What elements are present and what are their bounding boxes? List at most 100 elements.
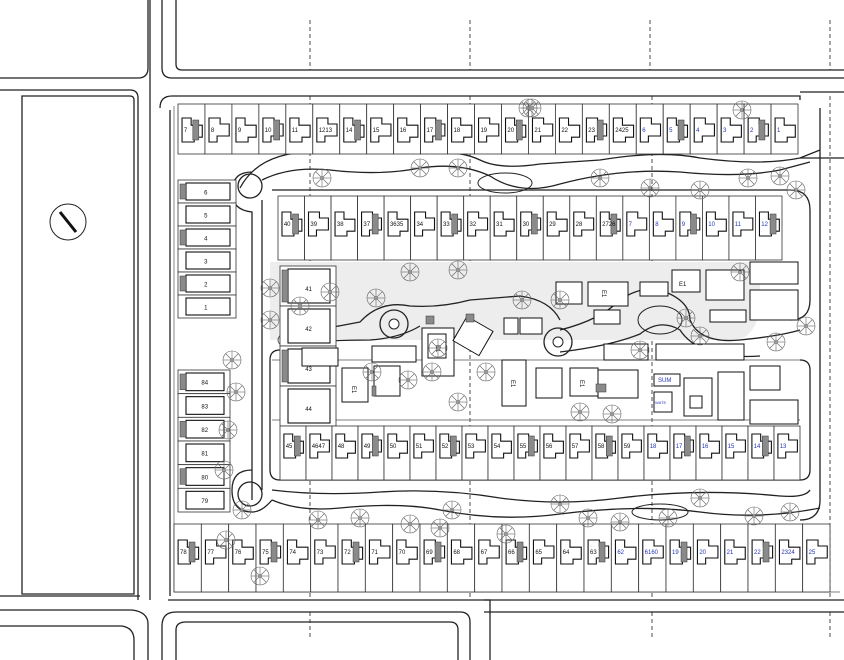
facility-block: [373, 365, 401, 397]
house: [647, 433, 668, 459]
garage: [690, 213, 697, 235]
lot-number: 39: [310, 222, 317, 228]
house: [289, 117, 311, 143]
house: [777, 433, 798, 459]
lot-number: 70: [399, 550, 406, 556]
lot-number: 5: [204, 213, 208, 219]
facility-entrance: [371, 385, 377, 397]
garage: [294, 435, 301, 457]
lot-number: 17: [676, 444, 683, 450]
house: [397, 117, 419, 143]
lot-number: 41: [305, 287, 312, 293]
tree-icon: [218, 420, 238, 440]
house: [612, 117, 635, 143]
lot-number: 6160: [645, 550, 659, 556]
tree-icon: [448, 392, 468, 412]
lot-number: 45: [286, 444, 293, 450]
facility-block: [749, 365, 781, 391]
lot-number: 82: [201, 428, 208, 434]
garage: [179, 421, 187, 438]
house: [696, 539, 719, 565]
house: [316, 117, 338, 143]
lot-number: 19: [480, 128, 487, 134]
tree-icon: [448, 260, 468, 280]
house: [396, 539, 418, 565]
lot-number: 48: [338, 444, 345, 450]
house: [185, 297, 231, 316]
lot-number: 84: [201, 381, 208, 387]
tree-icon: [730, 262, 750, 282]
lot-number: 2: [204, 282, 208, 288]
house: [639, 117, 662, 143]
lot-number: 78: [180, 550, 187, 556]
house: [621, 433, 642, 459]
tree-icon: [422, 362, 442, 382]
house: [491, 433, 512, 459]
tree-icon: [610, 512, 630, 532]
house: [626, 211, 648, 237]
lot-number: 21: [534, 128, 541, 134]
lot-number: 37: [363, 222, 370, 228]
house: [725, 433, 746, 459]
house: [652, 211, 674, 237]
garage: [531, 213, 538, 235]
garage: [680, 541, 688, 563]
lot-number: 20: [699, 550, 706, 556]
lot-number: 3: [204, 259, 208, 265]
garage: [352, 541, 360, 563]
garage: [281, 349, 289, 383]
lot-number: 49: [364, 444, 371, 450]
house: [287, 308, 331, 344]
lot-number: 4647: [312, 444, 326, 450]
garage: [596, 119, 604, 141]
facility-block: [705, 269, 745, 301]
lot-number: 40: [284, 222, 291, 228]
sign-wate: [653, 391, 673, 413]
lot-number: 20: [507, 128, 514, 134]
lot-number: 17: [427, 128, 434, 134]
facility-label: E1: [350, 386, 356, 394]
lot-number: 1213: [319, 128, 333, 134]
lot-number: 51: [416, 444, 423, 450]
tree-icon: [690, 488, 710, 508]
lot-number: 81: [201, 452, 208, 458]
tree-icon: [362, 362, 382, 382]
lot-number: 56: [546, 444, 553, 450]
tree-icon: [400, 262, 420, 282]
lot-number: 38: [337, 222, 344, 228]
north-arrow-icon: [49, 203, 87, 241]
parking-row: [301, 347, 339, 367]
tree-icon: [690, 180, 710, 200]
garage: [762, 541, 770, 563]
house: [532, 539, 555, 565]
lot-number: 50: [390, 444, 397, 450]
facility-block: [555, 281, 583, 305]
lot-number: 9: [238, 128, 242, 134]
lot-number: 83: [201, 404, 208, 410]
lot-number: 69: [426, 550, 433, 556]
garage: [528, 435, 535, 457]
house: [705, 211, 727, 237]
lot-number: 10: [265, 128, 272, 134]
facility-label: E1: [600, 290, 606, 298]
garage: [270, 541, 278, 563]
lot-number: 33: [443, 222, 450, 228]
house: [558, 117, 581, 143]
garage: [451, 213, 458, 235]
house: [450, 539, 473, 565]
house: [414, 211, 436, 237]
lot-number: 7: [629, 222, 633, 228]
house: [368, 539, 391, 565]
lot-number: 8: [211, 128, 215, 134]
tree-icon: [216, 530, 236, 550]
facility-e1-d: [587, 281, 629, 307]
garage: [434, 541, 442, 563]
house: [185, 182, 231, 201]
house: [387, 433, 408, 459]
garage: [179, 275, 187, 292]
facility-label: E1: [509, 380, 515, 388]
sign-sum: [653, 373, 681, 387]
lot-number: 76: [235, 550, 242, 556]
parking-row: [639, 281, 669, 297]
facility-block: [749, 289, 799, 321]
